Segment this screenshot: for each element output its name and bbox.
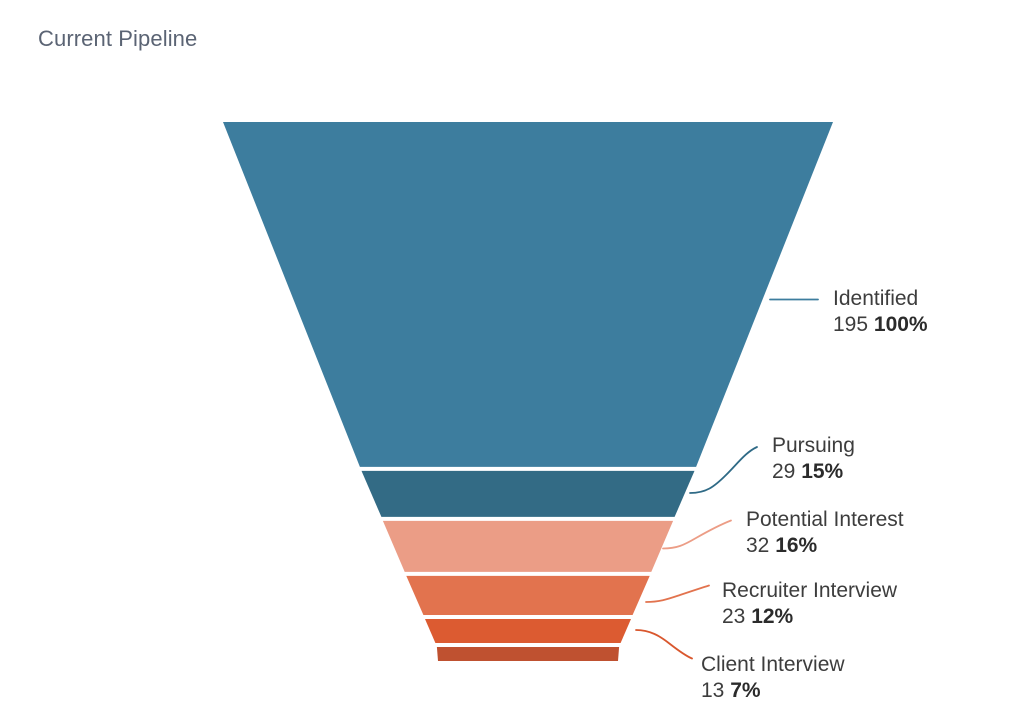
page-title: Current Pipeline [38, 26, 198, 51]
funnel-label-recruiter-interview-name: Recruiter Interview [722, 579, 898, 602]
funnel-segment-client-interview-base[interactable] [436, 647, 620, 661]
funnel-label-client-interview-values: 13 7% [701, 679, 845, 704]
funnel-label-client-interview-name: Client Interview [701, 653, 845, 676]
connector-line-potential-interest [662, 519, 732, 550]
funnel-count-recruiter-interview: 23 [722, 604, 746, 628]
funnel-label-potential-interest-values: 32 16% [746, 534, 904, 559]
funnel-percent-pursuing: 15% [801, 459, 844, 483]
funnel-label-client-interview[interactable]: Client Interview 13 7% [701, 653, 845, 704]
funnel-percent-potential-interest: 16% [775, 533, 818, 557]
funnel-percent-identified: 100% [873, 312, 928, 336]
funnel-label-identified[interactable]: Identified 195 100% [833, 287, 928, 338]
connector-line-recruiter-interview [645, 584, 710, 603]
funnel-percent-recruiter-interview: 12% [751, 604, 794, 628]
funnel-segment-pursuing[interactable] [361, 470, 695, 517]
funnel-percent-client-interview: 7% [730, 678, 761, 702]
funnel-label-recruiter-interview[interactable]: Recruiter Interview 23 12% [722, 579, 897, 630]
connector-line-pursuing [689, 446, 758, 494]
funnel-label-potential-interest[interactable]: Potential Interest 32 16% [746, 508, 904, 559]
funnel-count-pursuing: 29 [772, 459, 796, 483]
funnel-segment-client-interview[interactable] [425, 619, 631, 643]
funnel-label-pursuing[interactable]: Pursuing 29 15% [772, 434, 855, 485]
funnel-count-client-interview: 13 [701, 678, 725, 702]
funnel-segment-recruiter-interview[interactable] [406, 575, 650, 615]
funnel-label-potential-interest-name: Potential Interest [746, 508, 904, 531]
funnel-label-pursuing-values: 29 15% [772, 460, 855, 485]
funnel-label-identified-name: Identified [833, 287, 919, 310]
funnel-label-identified-values: 195 100% [833, 313, 928, 338]
connector-line-client-interview [635, 629, 693, 660]
funnel-label-recruiter-interview-values: 23 12% [722, 605, 897, 630]
funnel-segment-identified[interactable] [223, 122, 833, 467]
funnel-count-identified: 195 [833, 312, 869, 336]
funnel-count-potential-interest: 32 [746, 533, 770, 557]
funnel-label-pursuing-name: Pursuing [772, 434, 855, 457]
funnel-segment-potential-interest[interactable] [382, 520, 674, 572]
